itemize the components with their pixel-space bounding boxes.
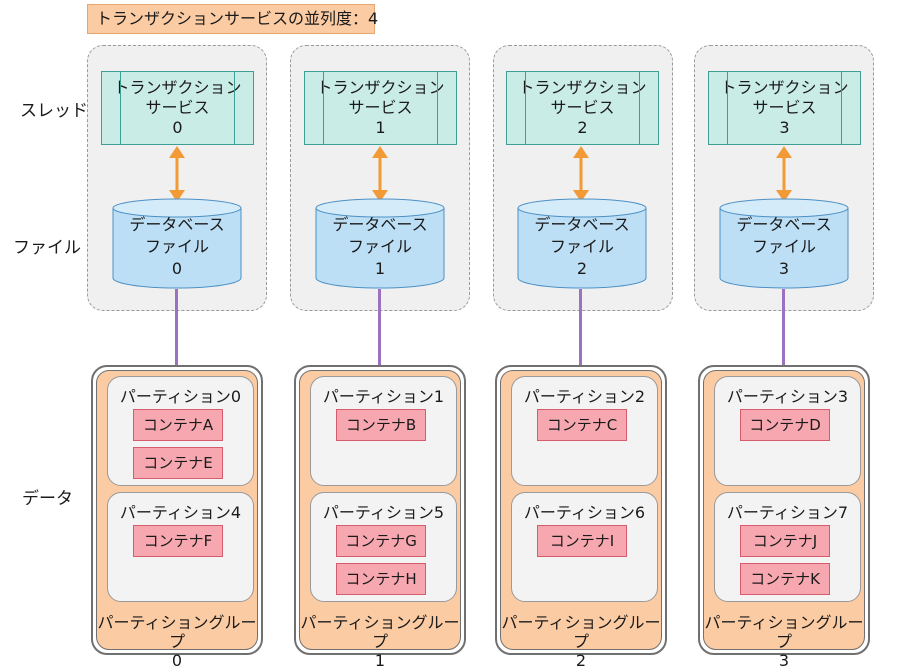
thread-label-line2: サービス bbox=[550, 98, 615, 117]
partition-label: パーティション6 bbox=[523, 503, 646, 522]
partition-group: パーティション2 コンテナC パーティション6 コンテナI パーティショングルー… bbox=[495, 365, 667, 670]
partition: パーティション1 コンテナB bbox=[310, 376, 457, 486]
container: コンテナF bbox=[133, 525, 223, 557]
db-number: 1 bbox=[374, 259, 386, 278]
transaction-service-thread: トランザクション サービス 0 bbox=[101, 71, 254, 145]
partition-group: パーティション0 コンテナA コンテナE パーティション4 コンテナF パーティ… bbox=[91, 365, 263, 670]
database-file-label: データベース ファイル 2 bbox=[517, 198, 647, 290]
partition-label: パーティション2 bbox=[523, 387, 646, 406]
thread-label-line2: サービス bbox=[348, 98, 413, 117]
parallelism-title: トランザクションサービスの並列度：4 bbox=[87, 4, 378, 34]
row-label-data: データ bbox=[22, 489, 73, 509]
container: コンテナI bbox=[537, 525, 627, 557]
container: コンテナJ bbox=[740, 525, 830, 557]
db-label-line2: ファイル bbox=[751, 237, 816, 256]
partition: パーティション4 コンテナF bbox=[107, 492, 254, 602]
group-number: 0 bbox=[171, 651, 183, 670]
thread-label-line2: サービス bbox=[752, 98, 817, 117]
thread-label-line2: サービス bbox=[145, 98, 210, 117]
file-group-link bbox=[579, 289, 582, 365]
container: コンテナH bbox=[336, 563, 426, 595]
db-label-line2: ファイル bbox=[549, 237, 614, 256]
container: コンテナC bbox=[537, 409, 627, 441]
db-number: 2 bbox=[576, 259, 588, 278]
thread-number: 3 bbox=[779, 118, 790, 137]
container: コンテナD bbox=[740, 409, 830, 441]
partition-group-label: パーティショングループ 0 bbox=[97, 613, 257, 670]
thread-number: 1 bbox=[375, 118, 386, 137]
database-file-cylinder bbox=[719, 198, 849, 289]
bidirectional-arrow bbox=[169, 146, 185, 202]
container: コンテナB bbox=[336, 409, 426, 441]
partition-label: パーティション1 bbox=[322, 387, 445, 406]
partition-group-label: パーティショングループ 3 bbox=[704, 613, 864, 670]
row-label-thread: スレッド bbox=[20, 101, 88, 121]
group-label-line1: パーティショングループ bbox=[97, 613, 257, 651]
partition-group: パーティション3 コンテナD パーティション7 コンテナJ コンテナK パーティ… bbox=[698, 365, 870, 670]
db-number: 3 bbox=[778, 259, 790, 278]
file-group-link bbox=[378, 289, 381, 365]
database-file-label: データベース ファイル 0 bbox=[112, 198, 242, 290]
file-group-link bbox=[782, 289, 785, 365]
partition-label: パーティション0 bbox=[119, 387, 242, 406]
container: コンテナA bbox=[133, 409, 223, 441]
db-label-line1: データベース bbox=[534, 215, 630, 234]
partition: パーティション6 コンテナI bbox=[511, 492, 658, 602]
group-label-line1: パーティショングループ bbox=[501, 613, 661, 651]
thread-label-line1: トランザクション bbox=[720, 78, 849, 97]
partition: パーティション0 コンテナA コンテナE bbox=[107, 376, 254, 486]
bidirectional-arrow bbox=[573, 146, 589, 202]
thread-label-line1: トランザクション bbox=[316, 78, 445, 97]
partition-label: パーティション5 bbox=[322, 503, 445, 522]
group-number: 1 bbox=[374, 651, 386, 670]
transaction-service-thread: トランザクション サービス 1 bbox=[304, 71, 457, 145]
thread-number: 2 bbox=[577, 118, 588, 137]
group-number: 3 bbox=[778, 651, 790, 670]
partition: パーティション5 コンテナG コンテナH bbox=[310, 492, 457, 602]
database-file-label: データベース ファイル 1 bbox=[315, 198, 445, 290]
db-label-line1: データベース bbox=[332, 215, 428, 234]
db-number: 0 bbox=[171, 259, 183, 278]
bidirectional-arrow bbox=[776, 146, 792, 202]
container: コンテナE bbox=[133, 447, 223, 479]
partition-group-label: パーティショングループ 2 bbox=[501, 613, 661, 670]
partition: パーティション3 コンテナD bbox=[714, 376, 861, 486]
container: コンテナK bbox=[740, 563, 830, 595]
transaction-service-thread: トランザクション サービス 2 bbox=[506, 71, 659, 145]
transaction-service-thread: トランザクション サービス 3 bbox=[708, 71, 861, 145]
db-label-line1: データベース bbox=[736, 215, 832, 234]
db-label-line1: データベース bbox=[129, 215, 225, 234]
database-file-label: データベース ファイル 3 bbox=[719, 198, 849, 290]
thread-label-line1: トランザクション bbox=[113, 78, 242, 97]
partition: パーティション2 コンテナC bbox=[511, 376, 658, 486]
partition-group: パーティション1 コンテナB パーティション5 コンテナG コンテナH パーティ… bbox=[294, 365, 466, 670]
partition-label: パーティション7 bbox=[726, 503, 849, 522]
group-number: 2 bbox=[575, 651, 587, 670]
file-group-link bbox=[175, 289, 178, 365]
row-label-file: ファイル bbox=[13, 238, 81, 258]
partition: パーティション7 コンテナJ コンテナK bbox=[714, 492, 861, 602]
thread-number: 0 bbox=[172, 118, 183, 137]
partition-group-label: パーティショングループ 1 bbox=[300, 613, 460, 670]
group-label-line1: パーティショングループ bbox=[300, 613, 460, 651]
partition-label: パーティション3 bbox=[726, 387, 849, 406]
database-file-cylinder bbox=[112, 198, 242, 289]
partition-label: パーティション4 bbox=[119, 503, 242, 522]
database-file-cylinder bbox=[517, 198, 647, 289]
database-file-cylinder bbox=[315, 198, 445, 289]
group-label-line1: パーティショングループ bbox=[704, 613, 864, 651]
db-label-line2: ファイル bbox=[347, 237, 412, 256]
bidirectional-arrow bbox=[372, 146, 388, 202]
thread-label-line1: トランザクション bbox=[518, 78, 647, 97]
container: コンテナG bbox=[336, 525, 426, 557]
db-label-line2: ファイル bbox=[144, 237, 209, 256]
